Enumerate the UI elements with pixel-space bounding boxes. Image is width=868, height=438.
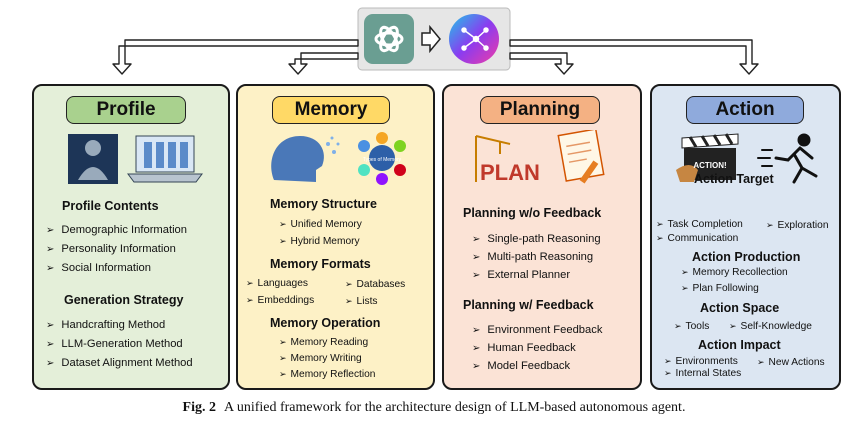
profile-module: Profile Profile Contents Demographic Inf… [32,84,230,390]
plan-word-label: PLAN [480,160,540,185]
memory-illustration: Types of Memory [271,132,406,185]
action-impact-heading: Action Impact [698,338,781,352]
action-space-heading: Action Space [700,301,780,315]
brain-network-icon [461,27,489,51]
running-person-icon [757,133,818,184]
list-item: External Planner [472,269,570,281]
list-item: Communication [656,233,739,244]
list-item: Environment Feedback [472,324,602,336]
list-item: Environments [664,356,738,367]
action-clapper-label: ACTION! [693,161,726,170]
memory-operation-heading: Memory Operation [270,316,381,330]
branch-arrows [112,39,759,75]
action-target-heading: Action Target [694,172,774,186]
action-module: Action ACTION! Action Target Task Comple… [650,84,841,390]
planning-module: Planning PLAN Planning w/o Feedback Sing… [442,84,642,390]
list-item: Unified Memory [279,219,362,230]
figure-label: Fig. 2 [182,400,216,415]
planning-with-feedback-heading: Planning w/ Feedback [463,298,594,312]
openai-knot-icon [374,25,404,53]
list-item: Social Information [46,262,151,274]
generation-strategy-heading: Generation Strategy [64,293,184,307]
figure-caption: Fig. 2 A unified framework for the archit… [0,400,868,416]
top-connector [112,7,759,75]
clapperboard-icon [676,133,739,182]
list-item: Memory Reading [279,337,369,348]
memory-types-wheel-icon [358,132,406,185]
list-item: Languages [246,278,308,289]
planning-without-feedback-heading: Planning w/o Feedback [463,206,602,220]
list-item: Demographic Information [46,224,187,236]
right-arrow-icon [421,24,441,54]
list-item: Personality Information [46,243,175,255]
brain-head-icon [271,136,324,182]
memory-structure-heading: Memory Structure [270,197,377,211]
list-item: Task Completion [656,219,743,230]
list-item: Multi-path Reasoning [472,251,593,263]
memory-formats-heading: Memory Formats [270,257,371,271]
planning-illustration: PLAN [475,130,605,185]
list-item: Internal States [664,368,742,379]
list-item: Exploration [766,220,829,231]
list-item: Memory Writing [279,353,362,364]
memory-module: Memory Types of Memory Memory Structure … [236,84,435,390]
list-item: LLM-Generation Method [46,338,182,350]
list-item: Databases [345,279,406,290]
list-item: Handcrafting Method [46,319,165,331]
openai-logo-icon [364,14,414,64]
list-item: Lists [345,296,378,307]
list-item: Memory Reflection [279,369,376,380]
list-item: Dataset Alignment Method [46,357,192,369]
list-item: Model Feedback [472,360,570,372]
action-production-heading: Action Production [692,250,801,264]
list-item: New Actions [757,357,825,368]
planning-title: Planning [480,96,600,124]
memory-types-label: Types of Memory [363,157,402,163]
profile-illustration [68,134,203,184]
figure-caption-text: A unified framework for the architecture… [223,400,686,415]
profile-title: Profile [66,96,186,124]
action-title: Action [686,96,804,124]
list-item: Single-path Reasoning [472,233,600,245]
list-item: Embeddings [246,295,315,306]
list-item: Hybrid Memory [279,236,360,247]
action-illustration: ACTION! [676,133,818,184]
profile-contents-heading: Profile Contents [62,199,159,213]
list-item: Self-Knowledge [729,321,812,332]
list-item: Plan Following [681,283,759,294]
list-item: Memory Recollection [681,267,788,278]
notepad-icon [557,130,605,184]
crane-icon [475,135,511,182]
memory-title: Memory [272,96,390,124]
list-item: Tools [674,321,710,332]
list-item: Human Feedback [472,342,575,354]
